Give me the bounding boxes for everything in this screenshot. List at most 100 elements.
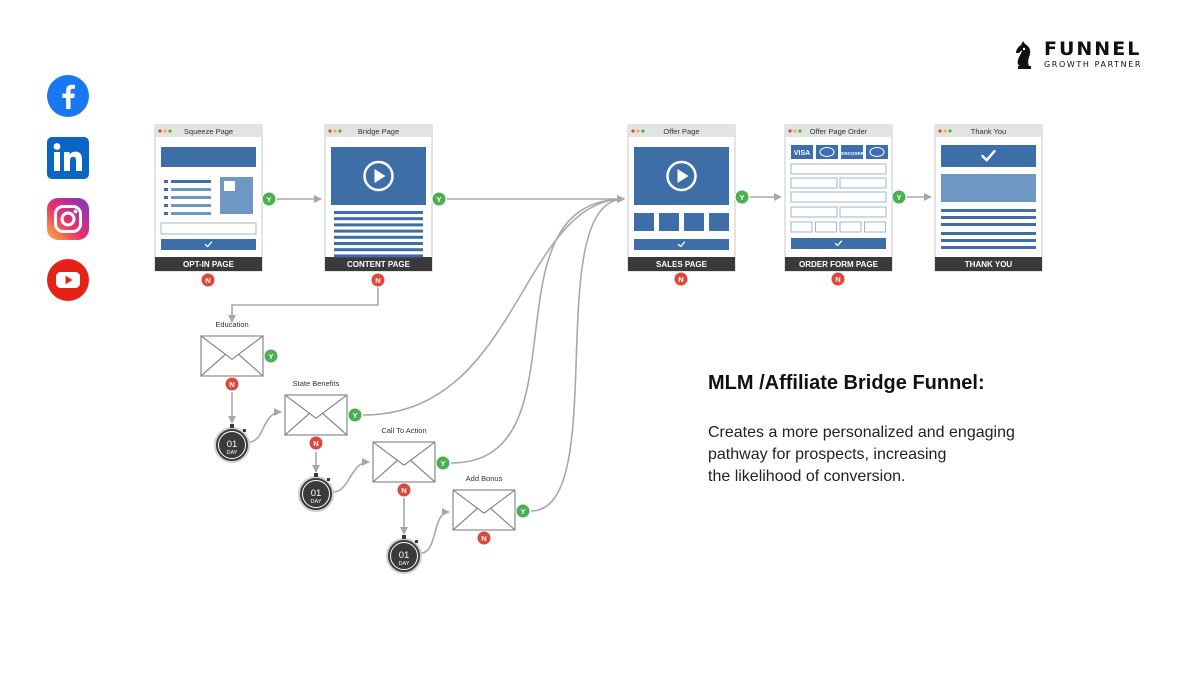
text-line	[941, 216, 1036, 219]
envelope-flap	[200, 335, 264, 360]
email-node-2[interactable]: State Benefits	[284, 379, 348, 436]
feature-block	[634, 213, 654, 231]
yes-badge	[734, 189, 750, 205]
card-logo	[816, 145, 838, 159]
text-line	[334, 217, 423, 221]
offer-yes-badge: Y	[734, 189, 750, 205]
bullet	[164, 180, 168, 183]
page-label-bar	[155, 257, 262, 271]
window-dot-red	[631, 129, 635, 133]
email2-yes-badge: Y	[347, 407, 363, 423]
email1-yes-badge: Y	[263, 348, 279, 364]
stopwatch-ring	[390, 542, 418, 570]
yes-badge	[515, 503, 531, 519]
email-node-3[interactable]: Call To Action	[372, 426, 436, 483]
linkedin-icon[interactable]	[46, 136, 90, 180]
window-titlebar	[325, 125, 432, 137]
chess-knight-icon	[1016, 41, 1031, 69]
badge-text: N	[401, 486, 406, 495]
order-no-badge: N	[830, 271, 846, 287]
facebook-icon[interactable]	[46, 74, 90, 118]
text-line	[171, 196, 211, 199]
card-logo	[866, 145, 888, 159]
no-badge	[396, 482, 412, 498]
optin-yes-badge: Y	[261, 191, 277, 207]
form-field	[790, 163, 887, 175]
connector-bridge-no-to-email	[228, 287, 379, 323]
page-label-bar	[628, 257, 735, 271]
page-title: Offer Page Order	[810, 127, 868, 136]
envelope-fold	[200, 353, 264, 377]
email3-yes-badge: Y	[435, 455, 451, 471]
email-node-4[interactable]: Add Bonus	[452, 474, 516, 531]
input-field	[160, 222, 257, 235]
email-node-1[interactable]: Education	[200, 320, 264, 377]
page-title: Bridge Page	[358, 127, 399, 136]
window-dot-green	[798, 129, 802, 133]
play-icon	[666, 160, 697, 192]
envelope-flap	[452, 489, 516, 514]
connector-email4-to-offer	[530, 195, 625, 512]
envelope-fold	[284, 412, 348, 436]
text-line	[334, 254, 423, 258]
envelope-flap	[284, 394, 348, 419]
text-line	[941, 223, 1036, 226]
youtube-icon[interactable]	[46, 258, 90, 302]
badge-text: N	[481, 534, 486, 543]
stopwatch-ring	[218, 431, 246, 459]
form-field	[790, 206, 838, 218]
text-line	[171, 212, 211, 215]
form-field	[839, 177, 887, 189]
text-line	[941, 232, 1036, 235]
page-label: ORDER FORM PAGE	[799, 260, 879, 269]
play-icon	[363, 160, 394, 192]
stopwatch-button	[327, 478, 330, 481]
bullet	[164, 188, 168, 191]
badge-text: Y	[266, 195, 271, 204]
badge-text: N	[835, 275, 840, 284]
text-line	[941, 239, 1036, 242]
email1-no-badge: N	[224, 376, 240, 392]
stopwatch-crown	[314, 473, 318, 477]
logo-name: FUNNEL	[1044, 38, 1142, 60]
page-label: OPT-IN PAGE	[183, 260, 235, 269]
description-line-3: the likelihood of conversion.	[708, 468, 906, 485]
stopwatch-button	[243, 429, 246, 432]
yes-badge	[891, 189, 907, 205]
page-label: THANK YOU	[965, 260, 1013, 269]
window-dot-red	[158, 129, 162, 133]
envelope	[452, 489, 516, 531]
timer-unit: DAY	[311, 499, 322, 505]
window-dot-yellow	[943, 129, 947, 133]
text-line	[334, 235, 423, 239]
envelope	[372, 441, 436, 483]
bridge-no-badge: N	[370, 272, 386, 288]
play-triangle	[677, 169, 689, 183]
card-logo	[791, 145, 813, 159]
email-label: Education	[215, 320, 248, 329]
badge-text: Y	[268, 352, 273, 361]
connector-email2-to-offer	[362, 195, 625, 416]
window-dot-green	[168, 129, 172, 133]
no-badge	[370, 272, 386, 288]
timer-number: 01	[227, 439, 238, 450]
instagram-icon[interactable]	[46, 197, 90, 241]
no-badge	[830, 271, 846, 287]
brand-logo[interactable]: FUNNEL GROWTH PARTNER	[1012, 38, 1162, 74]
yes-badge	[347, 407, 363, 423]
connector-email3-to-offer	[450, 195, 625, 464]
window-dot-red	[788, 129, 792, 133]
yes-badge	[431, 191, 447, 207]
text-line	[334, 223, 423, 227]
email-label: Call To Action	[381, 426, 426, 435]
text-line	[171, 188, 211, 191]
window-dot-green	[338, 129, 342, 133]
offer-no-badge: N	[673, 271, 689, 287]
description-line-2: pathway for prospects, increasing	[708, 446, 947, 463]
